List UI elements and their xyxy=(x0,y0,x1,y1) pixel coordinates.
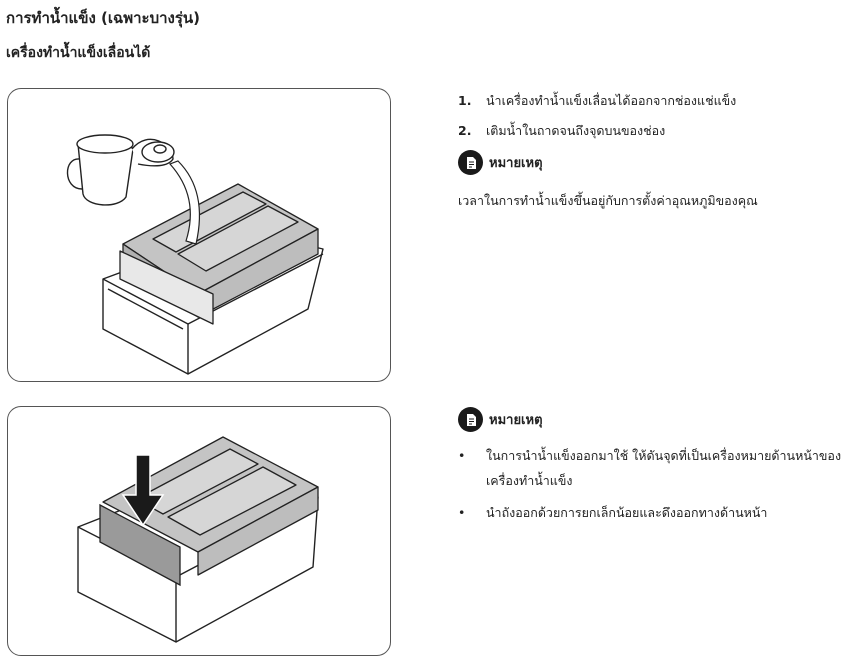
note-label: หมายเหตุ xyxy=(489,413,543,428)
note-icon xyxy=(458,150,483,175)
step-text: นำเครื่องทำน้ำแข็งเลื่อนได้ออกจากช่องแช่… xyxy=(486,93,737,108)
pitcher-pour-illustration xyxy=(66,134,324,375)
illustration-pressing-front xyxy=(7,406,391,656)
illustration-pouring-water xyxy=(7,88,391,382)
step-number: 2. xyxy=(458,123,472,138)
step-2: 2. เติมน้ำในถาดจนถึงจุดบนของช่อง xyxy=(458,121,665,141)
bullet-marker: • xyxy=(458,448,466,463)
step-text: เติมน้ำในถาดจนถึงจุดบนของช่อง xyxy=(486,123,666,138)
section-subtitle: เครื่องทำน้ำแข็งเลื่อนได้ xyxy=(6,45,151,61)
note-heading-1: หมายเหตุ xyxy=(458,150,543,175)
page-title: การทำน้ำแข็ง (เฉพาะบางรุ่น) xyxy=(6,9,201,27)
note-label: หมายเหตุ xyxy=(489,156,543,171)
note-text-1: เวลาในการทำน้ำแข็งขึ้นอยู่กับการตั้งค่าอ… xyxy=(458,193,758,208)
note-heading-2: หมายเหตุ xyxy=(458,407,543,432)
bullet-line: นำถังออกด้วยการยกเล็กน้อยและดึงออกทางด้า… xyxy=(486,505,768,520)
bullet-marker: • xyxy=(458,505,466,520)
bullet-line: เครื่องทำน้ำแข็ง xyxy=(486,473,573,488)
step-1: 1. นำเครื่องทำน้ำแข็งเลื่อนได้ออกจากช่องแ… xyxy=(458,91,736,111)
press-front-illustration xyxy=(77,436,319,643)
step-number: 1. xyxy=(458,93,472,108)
note-bullet-2: • นำถังออกด้วยการยกเล็กน้อยและดึงออกทางด… xyxy=(458,500,853,525)
note-icon xyxy=(458,407,483,432)
bullet-line: ในการนำน้ำแข็งออกมาใช้ ให้ดันจุดที่เป็นเ… xyxy=(486,448,842,463)
note-bullet-1: • ในการนำน้ำแข็งออกมาใช้ ให้ดันจุดที่เป็… xyxy=(458,443,853,493)
